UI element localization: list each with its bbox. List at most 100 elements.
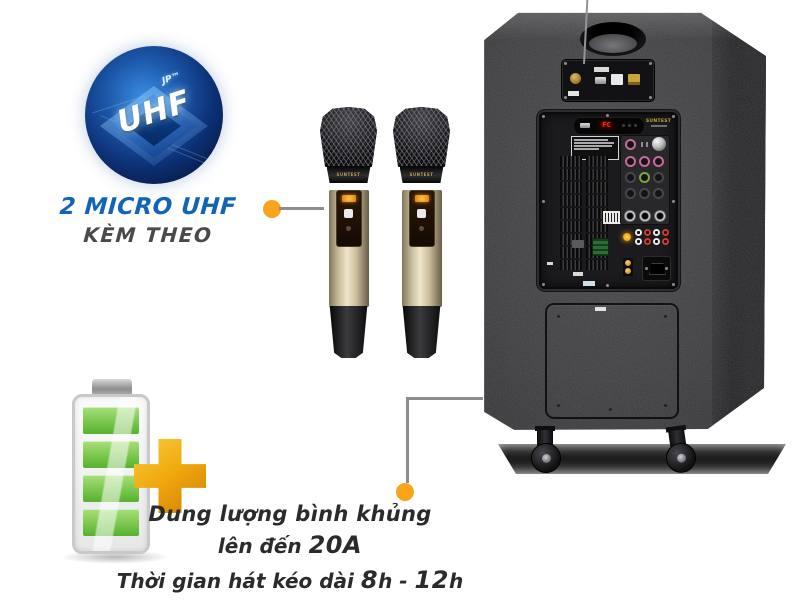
- battery-access-panel: [545, 303, 679, 419]
- screw-icon: [564, 62, 567, 65]
- caster-wheel-right: [658, 424, 701, 479]
- eq-knob: [625, 156, 636, 167]
- screw-icon: [564, 96, 567, 99]
- screw-icon: [649, 96, 652, 99]
- media-button: [634, 124, 637, 127]
- callout-line-battery-vertical: [406, 397, 409, 483]
- battery-feature-text: Dung lượng bình khủng lên đến 20A Thời g…: [110, 502, 470, 594]
- uhf-chip-badge-icon: JP™ UHF: [85, 46, 223, 184]
- top-handle-grip: [589, 34, 637, 53]
- mic-body: [328, 190, 369, 307]
- tone-knob: [639, 172, 650, 183]
- caster-wheel-icon: [664, 440, 698, 475]
- tone-knob: [625, 188, 636, 199]
- speaker-terminal-block: [592, 238, 609, 256]
- mic-battery-cap: [402, 306, 441, 358]
- panel-print: [594, 67, 609, 72]
- switch-icon: [646, 142, 648, 147]
- screw-icon: [557, 315, 560, 318]
- quarter-inch-jack: [624, 210, 636, 222]
- battery-text-line3: Thời gian hát kéo dài 8h - 12h: [110, 566, 470, 594]
- line2-prefix: lên đến: [217, 534, 309, 558]
- top-handle-recess: [580, 22, 646, 56]
- micro-feature-subtitle: KÈM THEO: [82, 223, 214, 247]
- mic-frequency-display: [341, 195, 356, 202]
- panel-label: [583, 281, 595, 286]
- lan-port-icon: [628, 74, 640, 85]
- master-volume-knob: [652, 137, 666, 151]
- wireless-microphone-2: SUNTEST: [393, 107, 450, 358]
- mixer-knob-panel: [620, 135, 670, 225]
- screw-icon: [665, 267, 668, 270]
- brand-name-label: SUNTEST: [645, 119, 672, 124]
- quarter-inch-jack: [639, 210, 651, 222]
- tone-knob: [639, 188, 650, 199]
- mic-battery-cap: [329, 306, 368, 358]
- screw-icon: [542, 115, 545, 118]
- aux-port: [572, 240, 584, 248]
- led-display: FC: [597, 121, 616, 130]
- callout-dot-battery: [396, 483, 414, 501]
- iec-socket-icon: [649, 263, 666, 275]
- spec-text-line: [574, 139, 608, 141]
- mic-display-window: [408, 190, 435, 247]
- rca-connector-block: [620, 227, 670, 247]
- speaker-cabinet-rear: FC SUNTEST: [484, 12, 767, 430]
- screw-icon: [606, 114, 609, 117]
- spec-text-line: [574, 142, 614, 144]
- screw-icon: [542, 200, 545, 203]
- caster-hub: [542, 454, 551, 463]
- barcode-sticker: [603, 211, 621, 224]
- barcode-stripes: [605, 213, 619, 222]
- hours-max: 12: [414, 566, 449, 594]
- usb-port-icon: [595, 77, 606, 84]
- mic-collar: SUNTEST: [399, 166, 444, 183]
- caster-wheel-icon: [531, 443, 561, 473]
- screw-icon: [606, 284, 609, 287]
- panel-label: [595, 307, 606, 311]
- caster-plate: [535, 426, 555, 431]
- screw-icon: [542, 283, 545, 286]
- screw-icon: [672, 115, 675, 118]
- rca-white-jack: [635, 229, 642, 236]
- brand-plate: SUNTEST: [643, 119, 674, 127]
- line3-suffix: h: [448, 569, 464, 593]
- mic-power-button: [417, 209, 426, 218]
- media-button: [628, 124, 631, 127]
- mic-mesh-head: [320, 107, 377, 167]
- screw-icon: [649, 62, 652, 65]
- mic-brand-label: SUNTEST: [336, 172, 361, 177]
- tone-knob: [653, 172, 664, 183]
- battery-text-line2: lên đến 20A: [110, 531, 470, 559]
- caster-wheel-left: [527, 426, 563, 476]
- antenna-mount-icon: [570, 73, 581, 84]
- rca-red-jack: [662, 238, 669, 245]
- wireless-microphone-1: SUNTEST: [320, 107, 377, 358]
- screw-icon: [645, 267, 648, 270]
- mic-frequency-display: [414, 195, 429, 202]
- callout-dot-micro: [263, 200, 281, 218]
- caster-hub: [676, 453, 687, 464]
- mic-volume-knob: [625, 139, 636, 150]
- mic-display-window: [335, 190, 362, 247]
- eq-knob: [639, 156, 650, 167]
- panel-label: [573, 272, 583, 276]
- eq-knob: [653, 156, 664, 167]
- line3-prefix: Thời gian hát kéo dài: [116, 569, 361, 593]
- mic-body: [401, 190, 442, 307]
- screw-icon: [664, 315, 667, 318]
- micro-feature-title: 2 MICRO UHF: [58, 194, 238, 220]
- capacity-value: 20A: [308, 531, 363, 559]
- mic-ir-sensor: [346, 226, 351, 231]
- screw-icon: [672, 283, 675, 286]
- mic-power-button: [344, 209, 353, 218]
- mic-collar: SUNTEST: [326, 166, 371, 183]
- usb-socket-icon: [611, 74, 623, 85]
- tone-knob: [625, 172, 636, 183]
- mic-brand-label: SUNTEST: [409, 172, 434, 177]
- usb-slot-icon: [580, 123, 590, 128]
- screw-icon: [672, 200, 675, 203]
- model-print: [650, 125, 667, 127]
- mic-mesh-head: [393, 107, 450, 167]
